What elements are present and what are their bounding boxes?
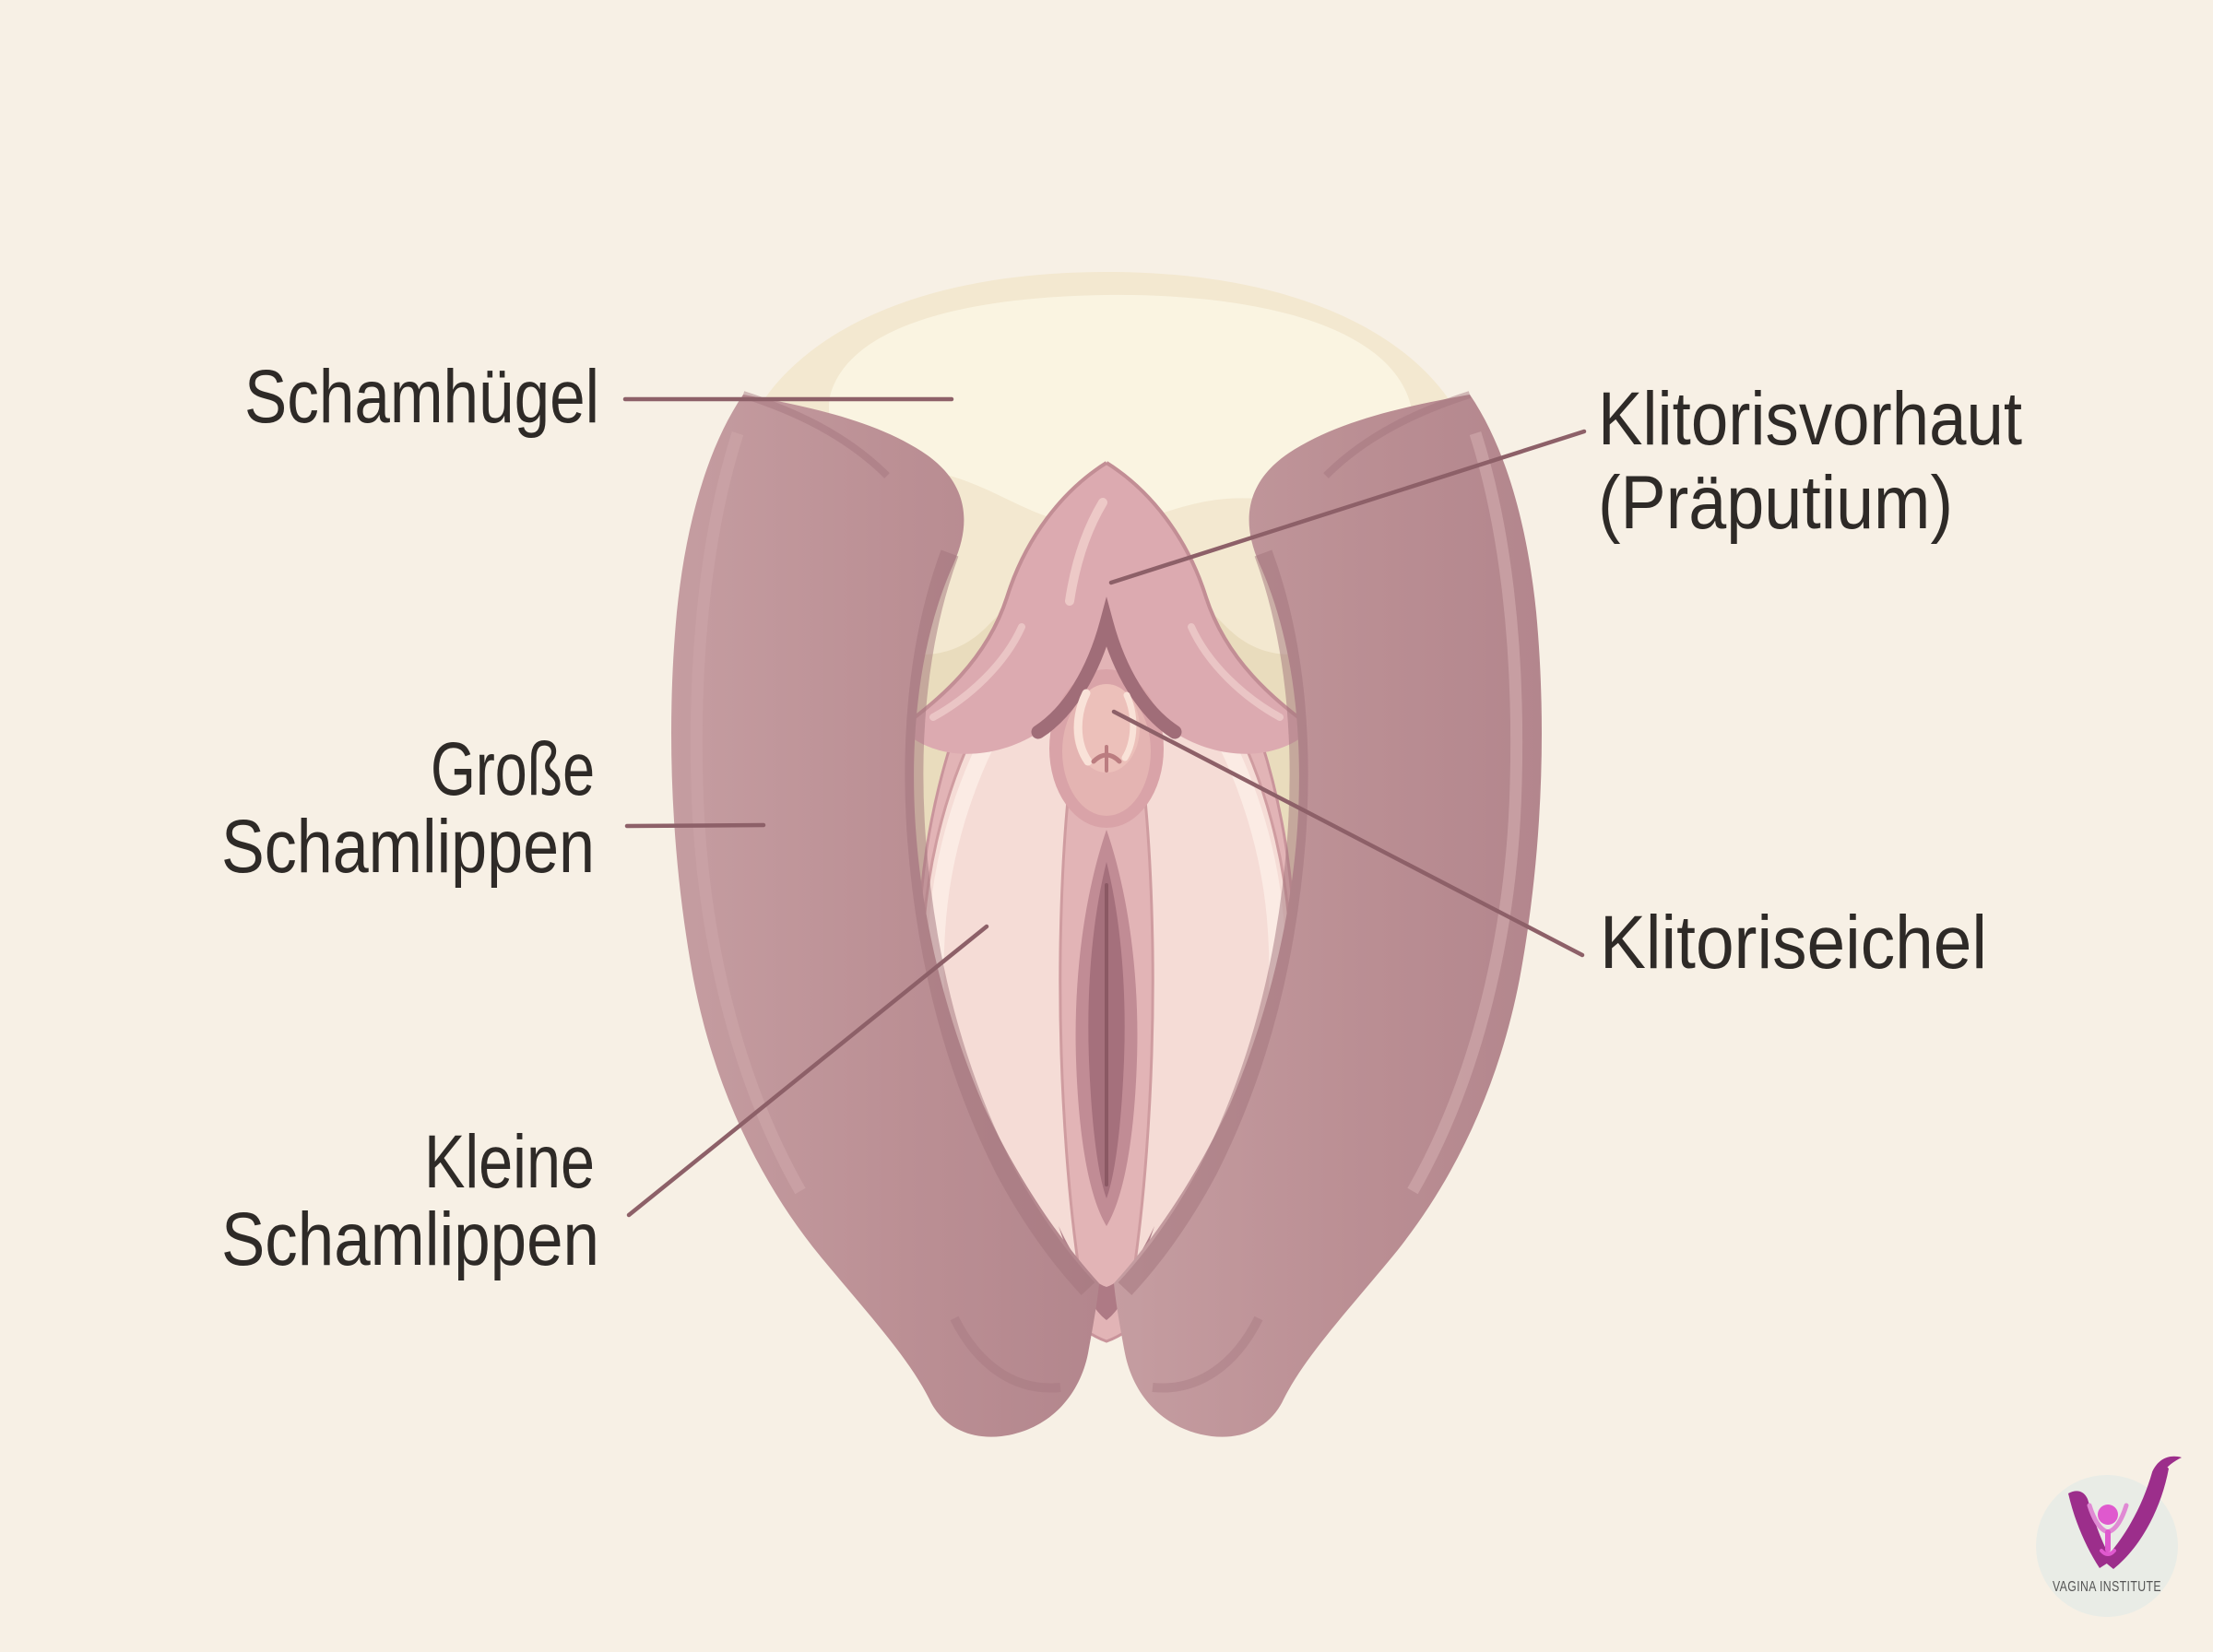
label-grosse-schamlippen-line2: Schamlippen xyxy=(221,805,595,889)
label-grosse-schamlippen-line1: Große xyxy=(431,727,595,811)
label-klitorisvorhaut-line2: (Präputium) xyxy=(1598,461,1953,545)
label-kleine-schamlippen-line1: Kleine xyxy=(424,1120,595,1204)
label-schamhuegel: Schamhügel xyxy=(244,355,599,439)
vagina-institute-logo: VAGINA INSTITUTE xyxy=(2036,1456,2182,1617)
annotation-labels: Schamhügel Große Schamlippen Kleine Scha… xyxy=(221,355,2022,1281)
mons-pubis-highlight xyxy=(828,294,1414,526)
label-klitoriseichel: Klitoriseichel xyxy=(1600,901,1987,985)
leader-kleine-schamlippen xyxy=(626,924,989,1218)
logo-text: VAGINA INSTITUTE xyxy=(2053,1579,2161,1595)
label-kleine-schamlippen-line2: Schamlippen xyxy=(221,1198,599,1281)
logo-v-icon xyxy=(2068,1456,2182,1569)
leader-lines xyxy=(622,396,1587,1218)
clitoral-glans-shape xyxy=(1031,596,1182,828)
vulva-illustration xyxy=(671,272,1542,1437)
labia-majora-right xyxy=(1114,391,1542,1437)
leader-klitoriseichel xyxy=(1111,709,1585,958)
leader-grosse-schamlippen xyxy=(624,822,766,829)
leader-klitorisvorhaut xyxy=(1108,429,1587,585)
label-klitorisvorhaut-line1: Klitorisvorhaut xyxy=(1598,377,2022,461)
